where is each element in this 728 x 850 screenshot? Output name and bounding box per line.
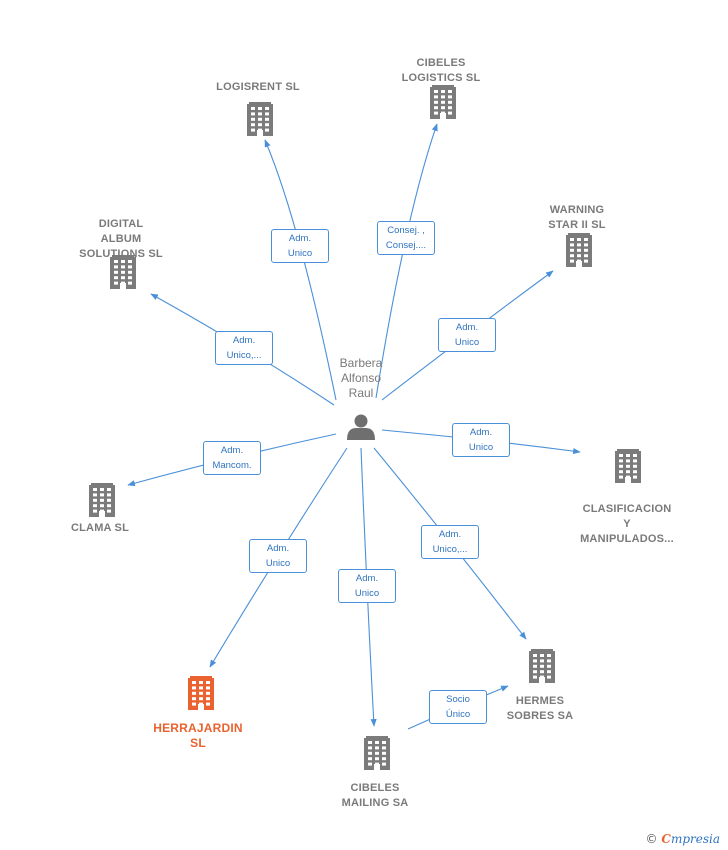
building-icon[interactable] [364,736,390,770]
company-name-cibeles-logistics[interactable]: CIBELES LOGISTICS SL [401,57,481,84]
edge-label-digital-album[interactable]: Adm. Unico,... [215,331,273,365]
edge-label-cibeles-logistics[interactable]: Consej. , Consej.... [377,221,435,255]
edge-label-hermes[interactable]: Socio Único [429,690,487,724]
company-name-logisrent[interactable]: LOGISRENT SL [216,81,300,93]
brand-initial: C [661,832,671,846]
company-name-clasificacion[interactable]: CLASIFICACION Y MANIPULADOS... [580,503,674,545]
edge-label-clasificacion[interactable]: Adm. Unico [452,423,510,457]
copyright-symbol: © [645,832,658,846]
building-icon[interactable] [188,676,214,710]
building-icon[interactable] [529,649,555,683]
person-icon[interactable] [347,414,375,441]
edge-label-cibeles-mailing[interactable]: Adm. Unico [338,569,396,603]
edge-label-warning-star[interactable]: Adm. Unico [438,318,496,352]
building-icon[interactable] [566,233,592,267]
edge-label-clama[interactable]: Adm. Mancom. [203,441,261,475]
company-name-digital-album[interactable]: DIGITAL ALBUM SOLUTIONS SL [79,218,163,260]
building-icon[interactable] [89,483,115,517]
building-icon[interactable] [615,449,641,483]
edge-label-herrajardin[interactable]: Adm. Unico [249,539,307,573]
edge-label-hermes[interactable]: Adm. Unico,... [421,525,479,559]
company-name-hermes[interactable]: HERMES SOBRES SA [506,695,574,722]
company-name-warning-star[interactable]: WARNING STAR II SL [548,204,606,231]
person-name[interactable]: Barbera Alfonso Raul [339,356,383,400]
company-name-clama[interactable]: CLAMA SL [70,522,130,534]
building-icon[interactable] [430,85,456,119]
building-icon[interactable] [247,102,273,136]
company-name-cibeles-mailing[interactable]: CIBELES MAILING SA [341,782,409,809]
edge-label-logisrent[interactable]: Adm. Unico [271,229,329,263]
building-icon[interactable] [110,255,136,289]
brand-footer: © Cmpresia [646,832,720,846]
brand-name: mpresia [670,832,720,846]
company-name-herrajardin[interactable]: HERRAJARDIN SL [153,721,243,750]
